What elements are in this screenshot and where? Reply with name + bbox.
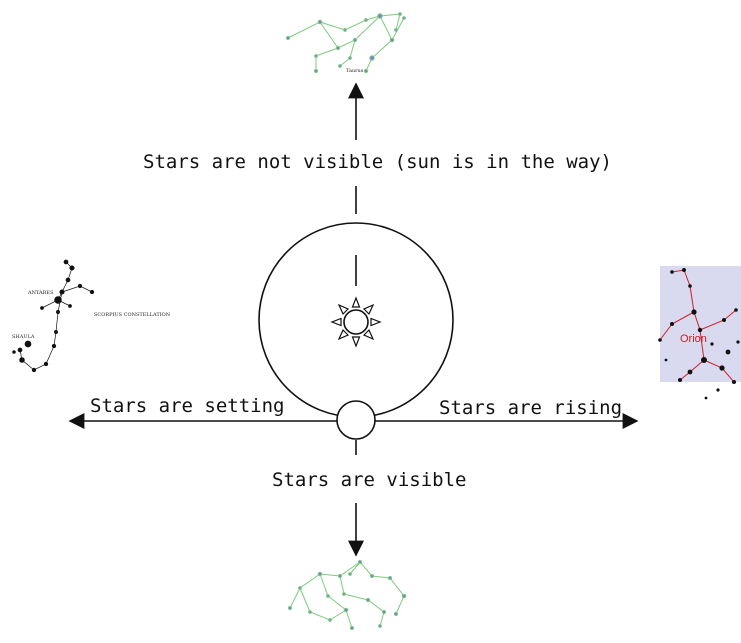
earth-circle (336, 400, 376, 440)
constellation-top (285, 12, 406, 74)
scorpius-star-label-1: ANTARES (27, 290, 54, 296)
scorpius-star-label-2: SHAULA (12, 334, 35, 340)
label-rising: Stars are rising (439, 397, 623, 419)
label-not-visible: Stars are not visible (sun is in the way… (143, 151, 612, 173)
label-visible: Stars are visible (272, 469, 467, 491)
sun-icon (330, 296, 382, 348)
constellation-orion (658, 266, 741, 400)
orion-label: Orion (680, 333, 707, 345)
scorpius-name: SCORPIUS CONSTELLATION (94, 312, 171, 318)
constellation-bottom (287, 559, 407, 631)
constellation-scorpius (12, 259, 95, 373)
top-constellation-caption: Taurus (346, 68, 364, 74)
label-setting: Stars are setting (90, 395, 285, 417)
